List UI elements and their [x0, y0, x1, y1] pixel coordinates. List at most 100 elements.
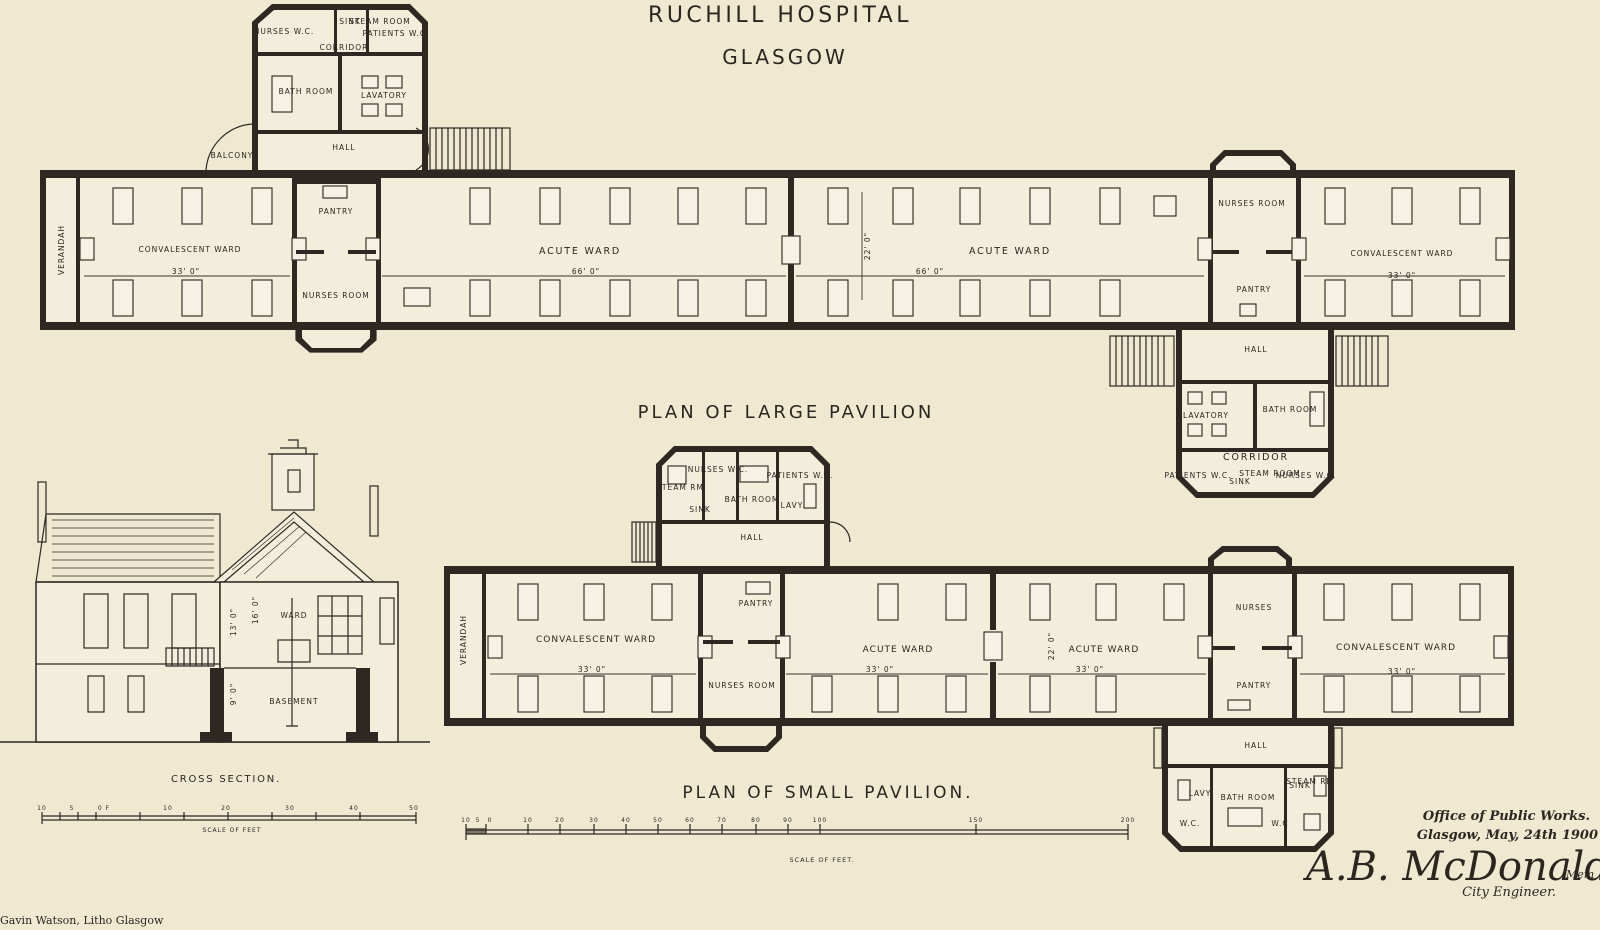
- small-pavilion-caption: PLAN OF SMALL PAVILION.: [682, 783, 973, 803]
- large-top-corridor: CORRIDOR: [320, 43, 369, 52]
- small-convalescent-left-label: CONVALESCENT WARD: [536, 635, 656, 645]
- large-nurses-room-right-label: NURSES ROOM: [1218, 199, 1285, 208]
- scale-plans-label: SCALE OF FEET.: [789, 856, 854, 864]
- small-top-steam-room: STEAM RM: [656, 483, 704, 492]
- svg-text:20: 20: [221, 805, 231, 812]
- small-bottom-sanitary-block: [1153, 726, 1343, 852]
- place-date-line: Glasgow, May, 24th 1900: [1417, 828, 1598, 843]
- large-top-nurses-wc: NURSES W.C.: [254, 27, 315, 36]
- svg-text:50: 50: [409, 805, 419, 812]
- svg-text:90: 90: [783, 817, 793, 824]
- svg-text:30: 30: [285, 805, 295, 812]
- large-top-hall: HALL: [332, 143, 355, 152]
- small-dim-33-a: 33' 0": [578, 665, 606, 674]
- large-convalescent-left-label: CONVALESCENT WARD: [139, 245, 242, 254]
- small-top-patients-wc: PATIENTS W.C.: [766, 471, 833, 480]
- svg-text:0 F: 0 F: [98, 805, 110, 812]
- small-pavilion-plan: VERANDAH CONVALESCENT WARD ACUTE WARD AC…: [444, 446, 1514, 852]
- large-top-balcony: BALCONY: [211, 151, 254, 160]
- small-acute-left-label: ACUTE WARD: [863, 645, 934, 655]
- city-engineer-line: City Engineer.: [1462, 885, 1556, 900]
- large-dim-33-right: 33' 0": [1388, 271, 1416, 280]
- scale-bar-plans: 10 5 0 10 20 30 40 50 60 70 80 90 100 15…: [461, 817, 1135, 864]
- lithographer-credit: Gavin Watson, Litho Glasgow: [0, 914, 164, 927]
- small-pantry-right-label: PANTRY: [1237, 681, 1272, 690]
- large-top-steam-room: STEAM ROOM: [349, 17, 411, 26]
- svg-text:50: 50: [653, 817, 663, 824]
- svg-text:40: 40: [349, 805, 359, 812]
- svg-text:100: 100: [813, 817, 827, 824]
- small-bottom-bath-room: BATH ROOM: [1221, 793, 1276, 802]
- large-pavilion-caption: PLAN OF LARGE PAVILION: [638, 402, 935, 423]
- small-dim-33-d: 33' 0": [1388, 667, 1416, 676]
- large-bottom-sink: SINK: [1229, 477, 1251, 486]
- large-verandah-label: VERANDAH: [57, 225, 66, 275]
- small-convalescent-right-label: CONVALESCENT WARD: [1336, 643, 1456, 653]
- small-pantry-left-label: PANTRY: [739, 599, 774, 608]
- svg-text:10: 10: [37, 805, 47, 812]
- large-top-patients-wc: PATIENTS W.C.: [362, 29, 429, 38]
- small-top-sanitary-block: [631, 446, 851, 566]
- large-dim-66-right: 66' 0": [916, 267, 944, 276]
- cross-height-16: 16' 0": [251, 596, 260, 624]
- large-top-sink: SINK: [339, 17, 361, 26]
- small-top-hall: HALL: [740, 533, 763, 542]
- small-verandah-label: VERANDAH: [459, 615, 468, 665]
- small-nurses-room-label: NURSES ROOM: [708, 681, 775, 690]
- cross-basement-label: BASEMENT: [269, 697, 318, 706]
- svg-text:30: 30: [589, 817, 599, 824]
- large-acute-left-label: ACUTE WARD: [539, 246, 621, 257]
- large-bottom-lavatory: LAVATORY: [1183, 411, 1229, 420]
- cross-height-9: 9' 0": [229, 683, 238, 705]
- cross-section-drawing: WARD BASEMENT 16' 0" 13' 0" 9' 0": [0, 439, 430, 743]
- large-pavilion-beds: [112, 185, 1481, 317]
- large-convalescent-right-label: CONVALESCENT WARD: [1351, 249, 1454, 258]
- large-top-lavatory: LAVATORY: [361, 91, 407, 100]
- small-dim-33-c: 33' 0": [1076, 665, 1104, 674]
- small-top-nurses-wc: NURSES W.C.: [688, 465, 749, 474]
- small-bottom-sink: SINK: [1289, 781, 1311, 790]
- large-bottom-steam-room: STEAM ROOM: [1239, 469, 1301, 478]
- large-bottom-hall: HALL: [1244, 345, 1267, 354]
- svg-text:200: 200: [1121, 817, 1135, 824]
- signature-mem: Mem: [1565, 868, 1594, 881]
- small-top-bath-room: BATH ROOM: [725, 495, 780, 504]
- large-top-sanitary-block: [205, 4, 511, 171]
- svg-text:10: 10: [163, 805, 173, 812]
- small-bottom-steam-room: STEAM RM: [1286, 777, 1334, 786]
- small-pavilion-beds: [517, 581, 1481, 713]
- cross-ward-label: WARD: [280, 611, 307, 620]
- large-dim-66-left: 66' 0": [572, 267, 600, 276]
- svg-text:80: 80: [751, 817, 761, 824]
- large-pavilion-plan: VERANDAH CONVALESCENT WARD ACUTE WARD AC…: [40, 4, 1515, 498]
- small-top-sink: SINK: [689, 505, 711, 514]
- large-top-bath-room: BATH ROOM: [279, 87, 334, 96]
- small-dim-22: 22' 0": [1047, 632, 1056, 660]
- title-line-2: GLASGOW: [722, 45, 848, 69]
- large-dim-22: 22' 0": [863, 232, 872, 260]
- small-nurses-label: NURSES: [1236, 603, 1273, 612]
- small-bottom-wc-right: W.C: [1271, 819, 1288, 828]
- signature-block: Office of Public Works. Glasgow, May, 24…: [1302, 809, 1600, 900]
- svg-text:40: 40: [621, 817, 631, 824]
- title-line-1: RUCHILL HOSPITAL: [648, 3, 912, 28]
- cross-section-caption: CROSS SECTION.: [171, 774, 281, 785]
- large-dim-33-left: 33' 0": [172, 267, 200, 276]
- small-bottom-hall: HALL: [1244, 741, 1267, 750]
- large-pantry-left-label: PANTRY: [319, 207, 354, 216]
- small-dim-33-b: 33' 0": [866, 665, 894, 674]
- svg-text:10: 10: [523, 817, 533, 824]
- small-bottom-wc-left: W.C.: [1180, 819, 1201, 828]
- svg-text:60: 60: [685, 817, 695, 824]
- svg-text:0: 0: [488, 817, 493, 824]
- large-bottom-patients-wc: PATIENTS W.C.: [1164, 471, 1231, 480]
- svg-text:20: 20: [555, 817, 565, 824]
- small-bottom-lavy: LAVY: [1189, 789, 1212, 798]
- signature: A.B. McDonald: [1302, 844, 1600, 890]
- large-bottom-bath-room: BATH ROOM: [1263, 405, 1318, 414]
- svg-text:5: 5: [476, 817, 481, 824]
- small-acute-right-label: ACUTE WARD: [1069, 645, 1140, 655]
- large-bottom-corridor: CORRIDOR: [1223, 452, 1289, 463]
